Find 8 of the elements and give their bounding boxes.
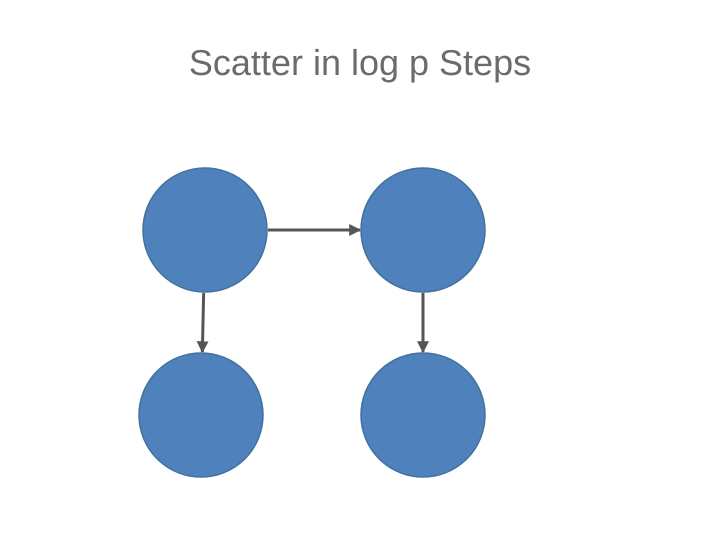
circle-node <box>360 352 486 478</box>
circle-node <box>360 167 486 293</box>
title: Scatter in log p Steps <box>188 42 532 84</box>
circle-node <box>142 167 268 293</box>
arrow <box>196 292 209 354</box>
arrow <box>268 224 362 236</box>
circle-node <box>138 352 264 478</box>
arrow <box>417 293 429 354</box>
